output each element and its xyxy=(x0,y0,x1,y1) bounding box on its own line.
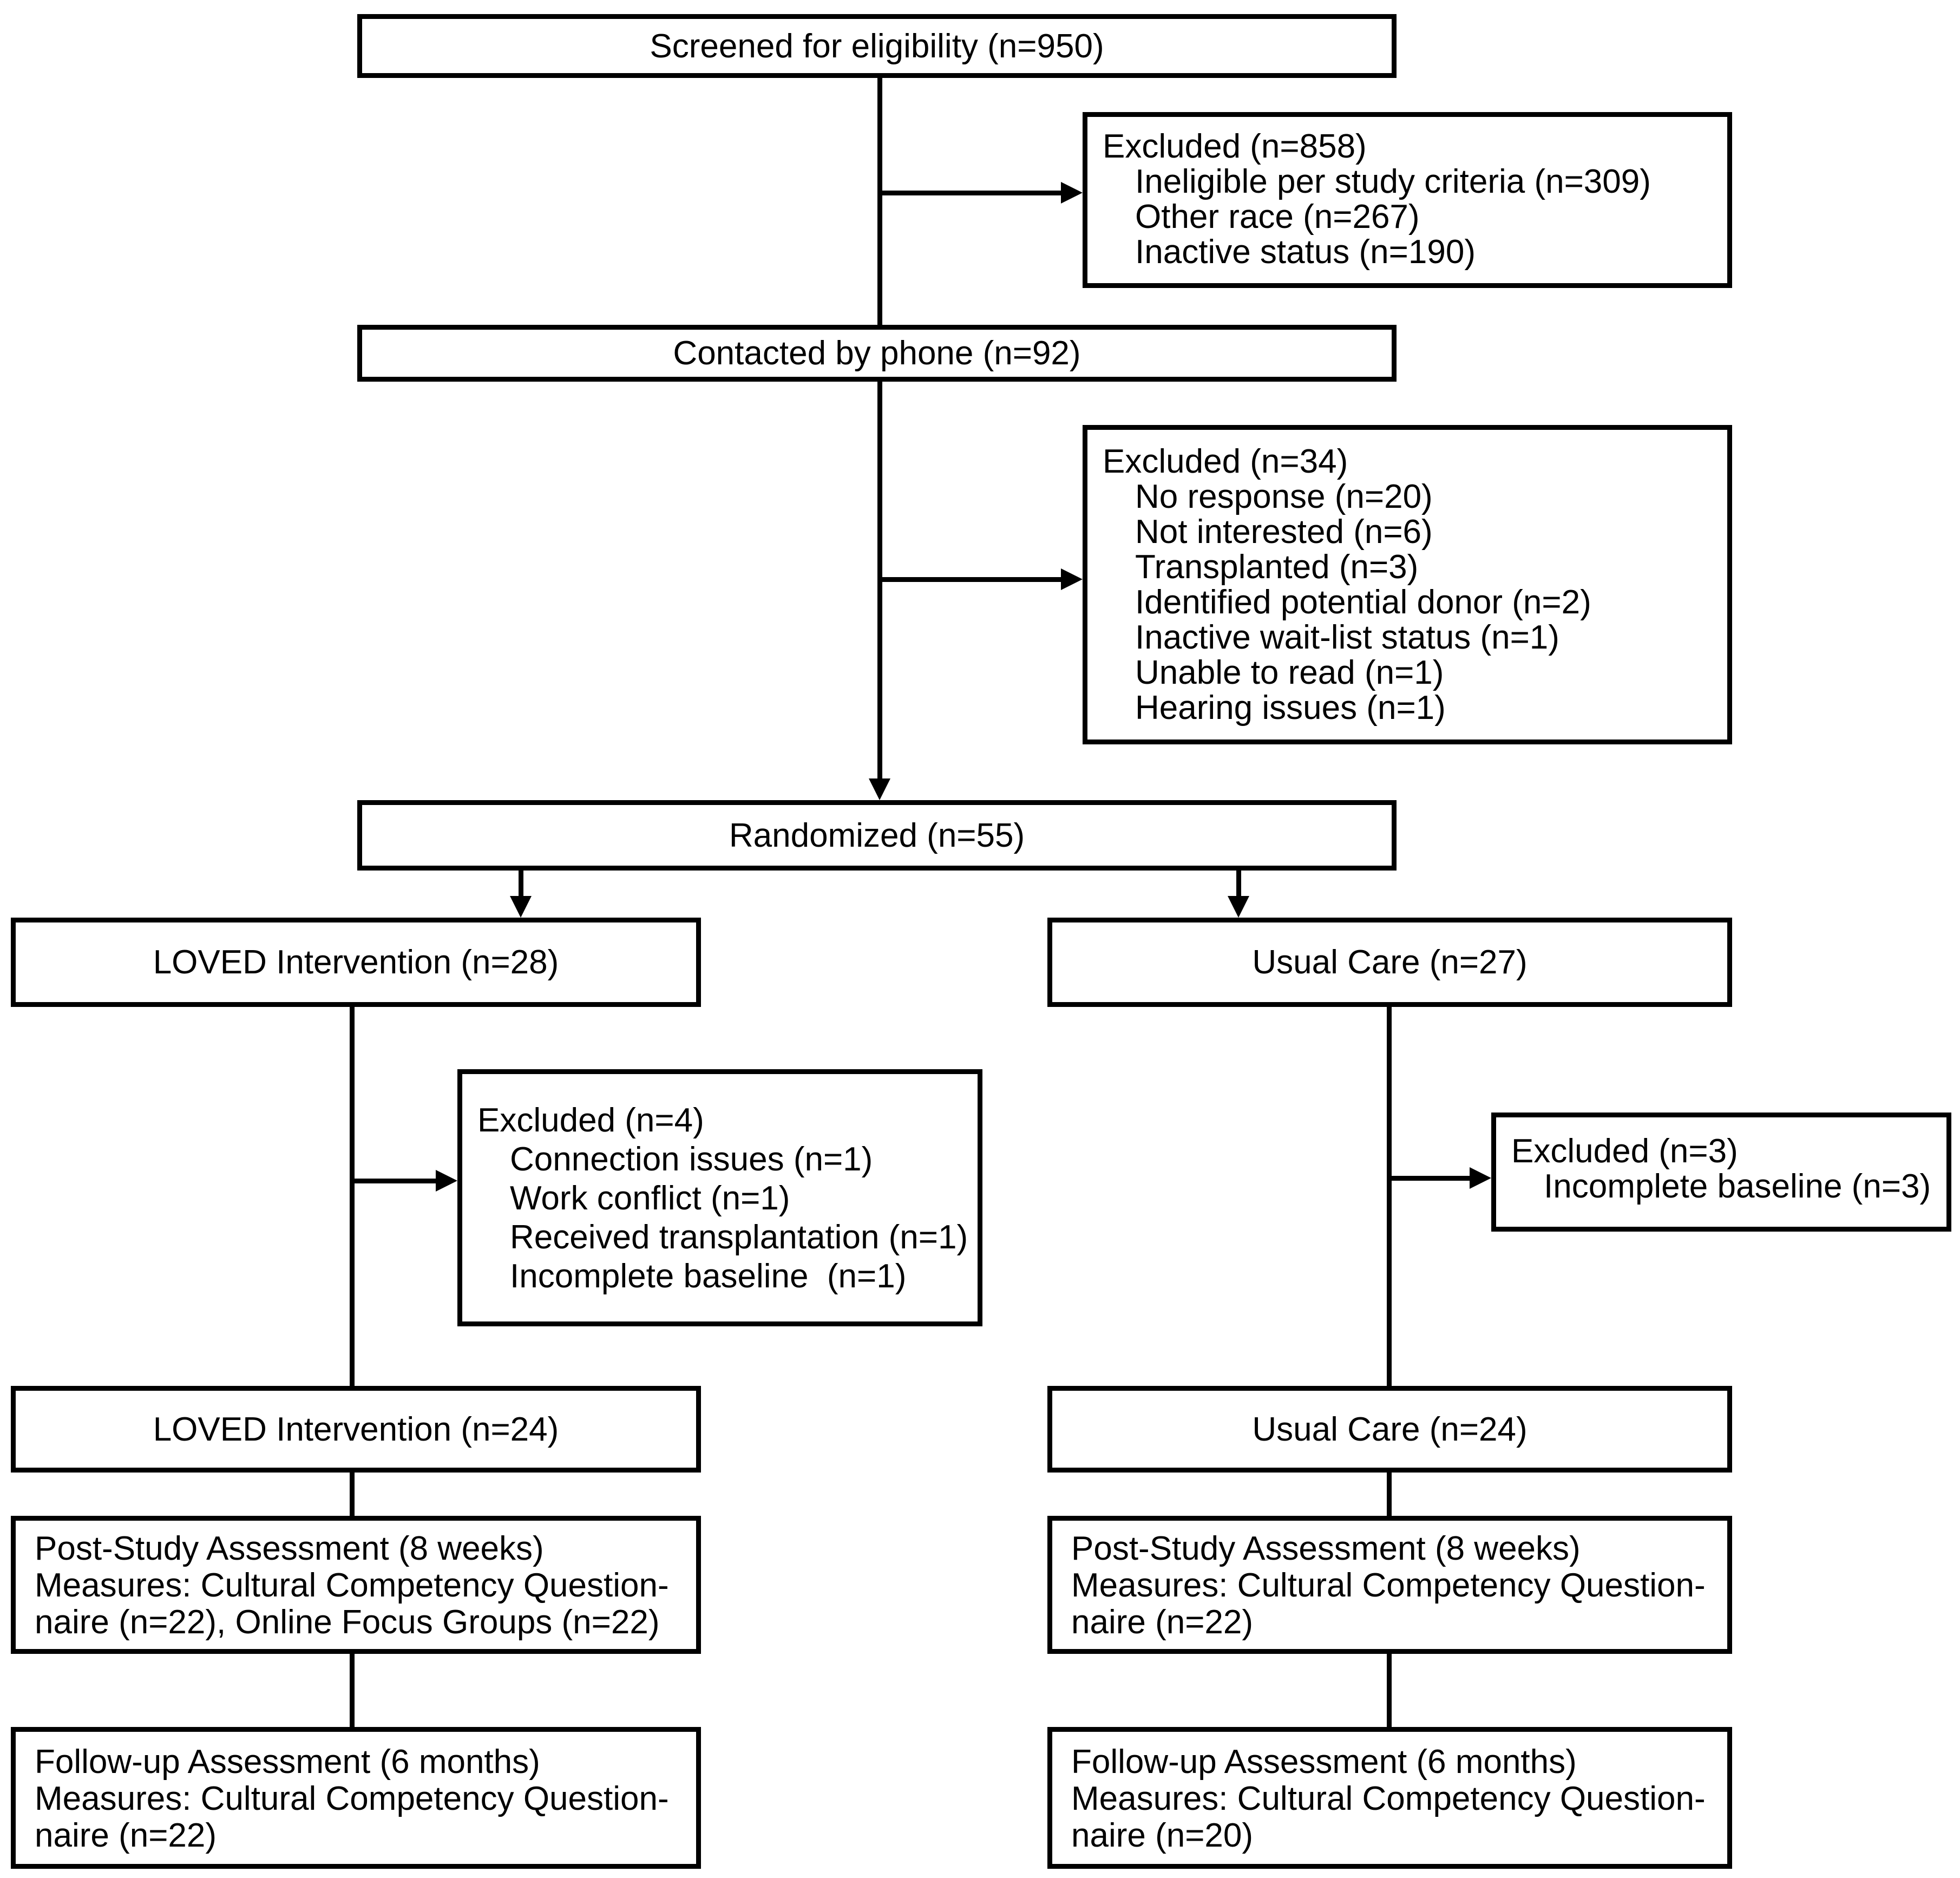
excluded-screening-title: Excluded (n=858) xyxy=(1103,128,1367,165)
box-excluded-screening: Excluded (n=858) Ineligible per study cr… xyxy=(1083,112,1732,288)
box-screened: Screened for eligibility (n=950) xyxy=(357,14,1397,78)
excluded-reason: Incomplete baseline (n=1) xyxy=(510,1258,907,1295)
followup-loved-line: naire (n=22) xyxy=(35,1817,217,1854)
box-usual-arm-label: Usual Care (n=27) xyxy=(1252,944,1528,981)
excluded-reason: Unable to read (n=1) xyxy=(1135,654,1444,691)
excluded-reason: Hearing issues (n=1) xyxy=(1135,689,1446,727)
loved-arm-arrowhead-icon xyxy=(510,896,532,918)
excluded-screening-arrowhead-icon xyxy=(1061,182,1083,204)
connector-randomized-loved xyxy=(519,871,523,899)
box-excluded-phone: Excluded (n=34) No response (n=20) Not i… xyxy=(1083,425,1732,744)
box-followup-loved: Follow-up Assessment (6 months) Measures… xyxy=(11,1727,701,1869)
followup-usual-line: Measures: Cultural Competency Question- xyxy=(1071,1780,1706,1817)
excluded-reason: Ineligible per study criteria (n=309) xyxy=(1135,163,1651,200)
box-randomized-label: Randomized (n=55) xyxy=(729,816,1025,854)
box-loved-arm-label: LOVED Intervention (n=28) xyxy=(153,944,559,981)
excluded-reason: Identified potential donor (n=2) xyxy=(1135,584,1591,621)
post-study-usual-line: Post-Study Assessment (8 weeks) xyxy=(1071,1530,1581,1567)
connector-loved-poststudy-followup xyxy=(350,1654,355,1727)
box-usual-retained: Usual Care (n=24) xyxy=(1047,1386,1732,1473)
excluded-reason: Not interested (n=6) xyxy=(1135,513,1433,551)
connector-usual-arm-retained xyxy=(1387,1007,1392,1386)
post-study-usual-line: naire (n=22) xyxy=(1071,1604,1254,1641)
post-study-loved-line: Post-Study Assessment (8 weeks) xyxy=(35,1530,544,1567)
excluded-usual-title: Excluded (n=3) xyxy=(1511,1133,1738,1170)
followup-loved-line: Follow-up Assessment (6 months) xyxy=(35,1743,540,1781)
followup-usual-line: naire (n=20) xyxy=(1071,1817,1254,1854)
excluded-phone-arrowhead-icon xyxy=(1061,568,1083,590)
excluded-loved-title: Excluded (n=4) xyxy=(477,1102,704,1139)
box-usual-retained-label: Usual Care (n=24) xyxy=(1252,1410,1528,1448)
box-usual-arm: Usual Care (n=27) xyxy=(1047,918,1732,1007)
connector-loved-arm-retained xyxy=(350,1007,355,1386)
followup-usual-line: Follow-up Assessment (6 months) xyxy=(1071,1743,1577,1781)
connector-loved-retained-poststudy xyxy=(350,1473,355,1516)
post-study-usual-line: Measures: Cultural Competency Question- xyxy=(1071,1567,1706,1604)
excluded-reason: Inactive wait-list status (n=1) xyxy=(1135,619,1559,656)
excluded-loved-arrowhead-icon xyxy=(436,1170,457,1192)
connector-excluded-usual xyxy=(1387,1176,1471,1181)
excluded-phone-title: Excluded (n=34) xyxy=(1103,443,1348,480)
followup-loved-line: Measures: Cultural Competency Question- xyxy=(35,1780,669,1817)
box-post-study-usual: Post-Study Assessment (8 weeks) Measures… xyxy=(1047,1516,1732,1654)
connector-excluded-screening xyxy=(877,191,1064,195)
connector-screened-contacted xyxy=(877,78,882,325)
usual-arm-arrowhead-icon xyxy=(1228,896,1249,918)
box-excluded-loved: Excluded (n=4) Connection issues (n=1) W… xyxy=(457,1069,982,1326)
box-randomized: Randomized (n=55) xyxy=(357,800,1397,871)
post-study-loved-line: Measures: Cultural Competency Question- xyxy=(35,1567,669,1604)
box-loved-arm: LOVED Intervention (n=28) xyxy=(11,918,701,1007)
excluded-reason: Incomplete baseline (n=3) xyxy=(1544,1168,1931,1205)
connector-excluded-loved xyxy=(350,1179,437,1183)
connector-excluded-phone xyxy=(877,577,1064,582)
excluded-usual-arrowhead-icon xyxy=(1470,1167,1491,1189)
excluded-reason: No response (n=20) xyxy=(1135,478,1433,515)
box-post-study-loved: Post-Study Assessment (8 weeks) Measures… xyxy=(11,1516,701,1654)
excluded-reason: Connection issues (n=1) xyxy=(510,1141,873,1178)
connector-usual-poststudy-followup xyxy=(1387,1654,1392,1727)
excluded-reason: Inactive status (n=190) xyxy=(1135,233,1476,271)
randomized-arrowhead-icon xyxy=(869,778,890,800)
connector-usual-retained-poststudy xyxy=(1387,1473,1392,1516)
box-contacted-label: Contacted by phone (n=92) xyxy=(673,335,1081,372)
box-screened-label: Screened for eligibility (n=950) xyxy=(650,27,1104,65)
box-excluded-usual: Excluded (n=3) Incomplete baseline (n=3) xyxy=(1491,1113,1951,1232)
box-followup-usual: Follow-up Assessment (6 months) Measures… xyxy=(1047,1727,1732,1869)
excluded-reason: Transplanted (n=3) xyxy=(1135,548,1419,586)
connector-randomized-usual xyxy=(1236,871,1241,899)
box-contacted: Contacted by phone (n=92) xyxy=(357,325,1397,382)
post-study-loved-line: naire (n=22), Online Focus Groups (n=22) xyxy=(35,1604,660,1641)
excluded-reason: Other race (n=267) xyxy=(1135,198,1420,235)
excluded-reason: Received transplantation (n=1) xyxy=(510,1219,968,1256)
box-loved-retained: LOVED Intervention (n=24) xyxy=(11,1386,701,1473)
excluded-reason: Work conflict (n=1) xyxy=(510,1180,790,1217)
box-loved-retained-label: LOVED Intervention (n=24) xyxy=(153,1410,559,1448)
